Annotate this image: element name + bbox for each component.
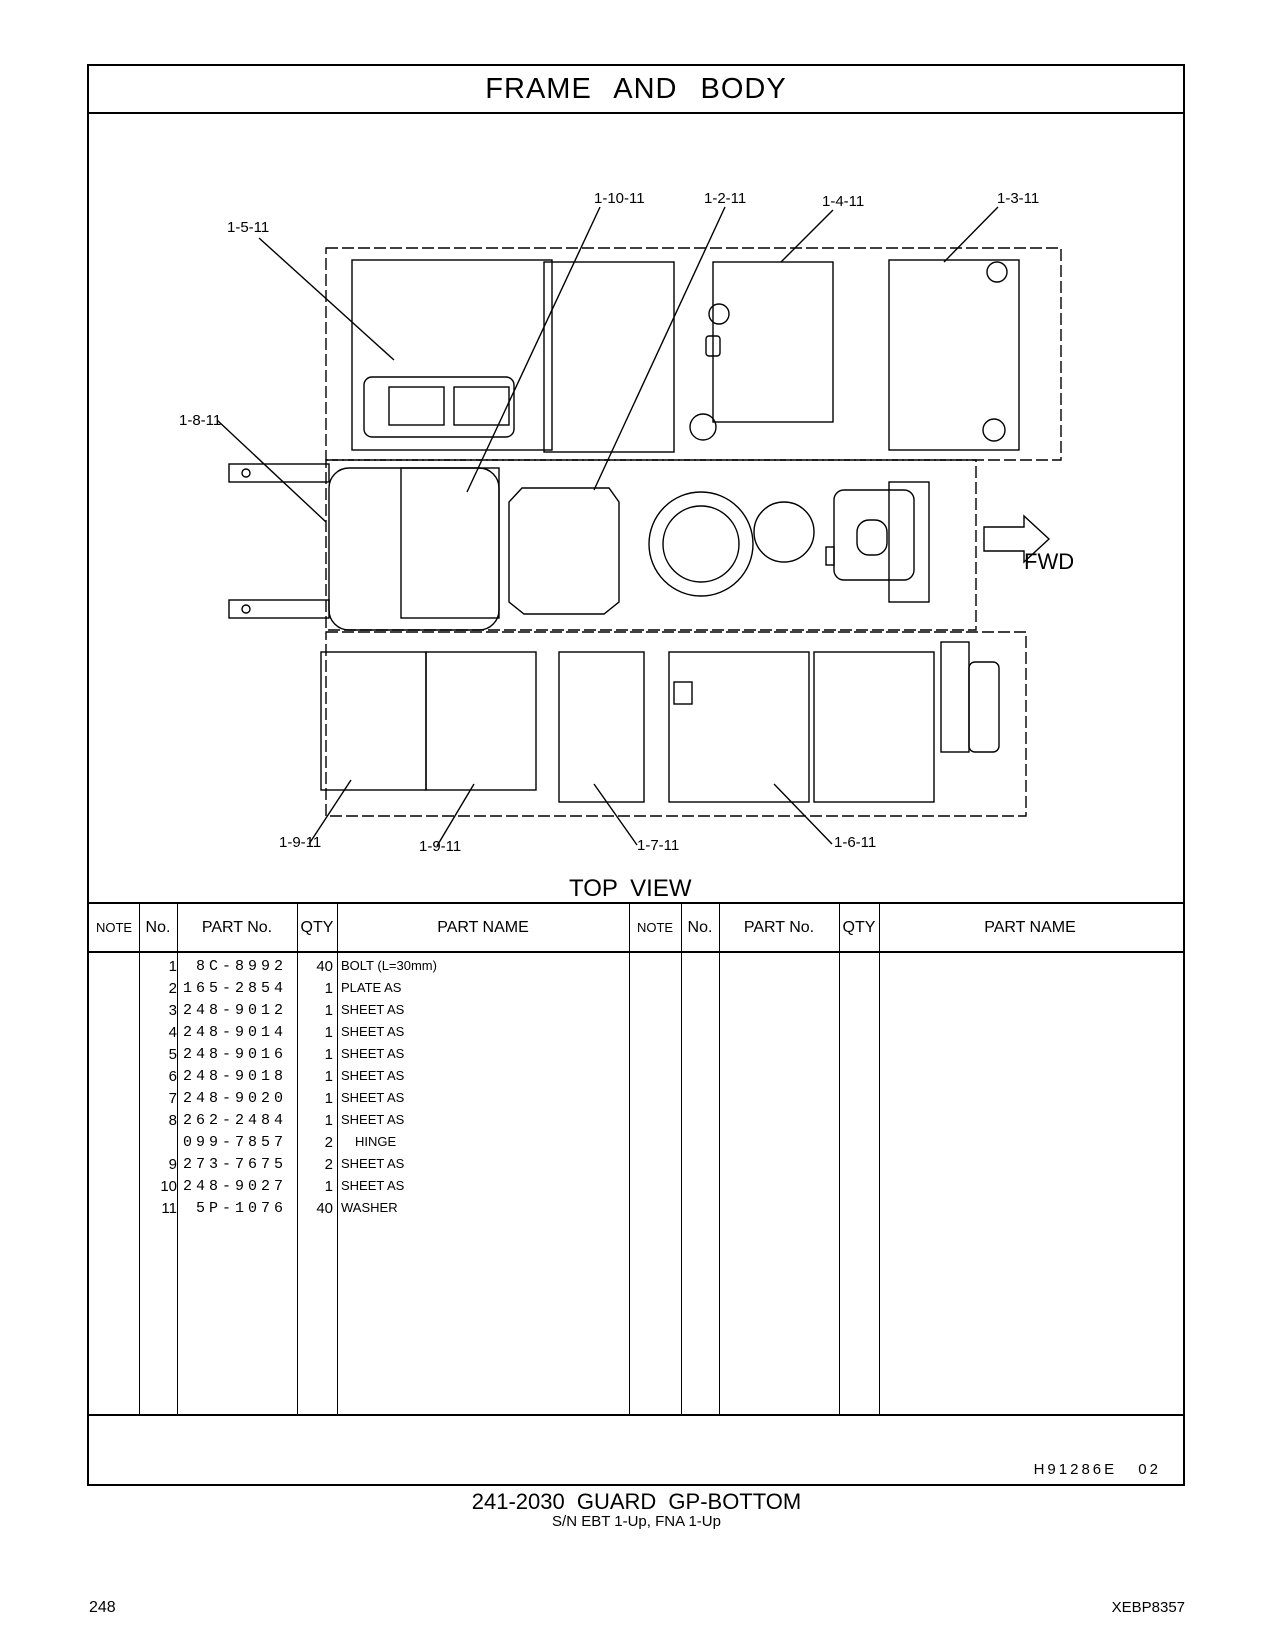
row-part-name: SHEET AS — [341, 1024, 405, 1039]
frame-top-view-drawing: 1-10-11 1-2-11 1-4-11 1-3-11 1-5-11 1-8-… — [89, 112, 1183, 902]
row-number: 1 — [168, 958, 177, 975]
row-number: 4 — [168, 1024, 177, 1041]
column-divider — [337, 904, 338, 1414]
row-part-name: SHEET AS — [341, 1090, 405, 1105]
drawing-code: H91286E 02 — [1033, 1461, 1161, 1478]
row-part-name: SHEET AS — [341, 1156, 405, 1171]
row-number: 5 — [168, 1046, 177, 1063]
group-caption: 241-2030 GUARD GP-BOTTOM — [471, 1489, 802, 1514]
row-number: 9 — [168, 1156, 177, 1173]
row-number: 8 — [168, 1112, 177, 1129]
row-quantity: 40 — [316, 1200, 333, 1217]
table-header-row: NOTE No. PART No. QTY PART NAME NOTE No.… — [89, 904, 1183, 953]
callout-label: 1-10-11 — [594, 190, 645, 207]
row-part-name: SHEET AS — [341, 1068, 405, 1083]
row-part-name: BOLT (L=30mm) — [341, 958, 437, 973]
row-number: 10 — [160, 1178, 177, 1195]
view-label: TOP VIEW — [569, 875, 692, 902]
row-quantity: 1 — [324, 1178, 333, 1195]
column-divider — [681, 904, 682, 1414]
callout-label: 1-6-11 — [834, 834, 877, 851]
column-divider — [629, 904, 630, 1414]
header-part-name: PART NAME — [437, 919, 529, 936]
header-no: No. — [145, 919, 171, 936]
header-part-no: PART No. — [201, 919, 273, 936]
publication-code: XEBP8357 — [1111, 1599, 1185, 1616]
callout-label: 1-3-11 — [997, 190, 1040, 207]
column-divider — [879, 904, 880, 1414]
row-quantity: 1 — [324, 1090, 333, 1107]
row-quantity: 40 — [316, 958, 333, 975]
column-divider — [719, 904, 720, 1414]
row-part-number: 5P-1076 — [195, 1200, 287, 1217]
row-quantity: 1 — [324, 980, 333, 997]
column-divider — [839, 904, 840, 1414]
callout-label: 1-2-11 — [704, 190, 747, 207]
row-part-number: 248-9012 — [182, 1002, 287, 1019]
row-part-name: SHEET AS — [341, 1178, 405, 1193]
row-part-number: 165-2854 — [182, 980, 287, 997]
page-number: 248 — [89, 1599, 116, 1616]
callout-label: 1-8-11 — [179, 412, 222, 429]
row-part-name: PLATE AS — [341, 980, 402, 995]
header-qty: QTY — [300, 919, 334, 936]
row-part-name: SHEET AS — [341, 1112, 405, 1127]
row-part-number: 099-7857 — [182, 1134, 287, 1151]
row-part-number: 273-7675 — [182, 1156, 287, 1173]
row-part-number: 8C-8992 — [195, 958, 287, 975]
header-note: NOTE — [636, 920, 674, 935]
row-part-number: 262-2484 — [182, 1112, 287, 1129]
assembly-illustration — [216, 206, 1062, 847]
header-no: No. — [687, 919, 713, 936]
row-part-name: WASHER — [341, 1200, 398, 1215]
row-number: 6 — [168, 1068, 177, 1085]
serial-caption: S/N EBT 1-Up, FNA 1-Up — [552, 1513, 721, 1530]
row-quantity: 1 — [324, 1002, 333, 1019]
row-quantity: 1 — [324, 1046, 333, 1063]
header-part-name: PART NAME — [984, 919, 1076, 936]
header-note: NOTE — [95, 920, 133, 935]
row-quantity: 1 — [324, 1024, 333, 1041]
row-part-number: 248-9018 — [182, 1068, 287, 1085]
row-number: 7 — [168, 1090, 177, 1107]
row-quantity: 1 — [324, 1112, 333, 1129]
callout-label: 1-7-11 — [637, 837, 680, 854]
row-part-number: 248-9016 — [182, 1046, 287, 1063]
page-title: FRAME AND BODY — [89, 66, 1183, 114]
row-number: 2 — [168, 980, 177, 997]
header-qty: QTY — [842, 919, 876, 936]
column-divider — [297, 904, 298, 1414]
column-divider — [139, 904, 140, 1414]
forward-indicator-label: FWD — [1024, 549, 1075, 574]
row-part-number: 248-9027 — [182, 1178, 287, 1195]
table-bottom-rule — [89, 1414, 1183, 1416]
parts-list-table: NOTE No. PART No. QTY PART NAME NOTE No.… — [89, 902, 1183, 1488]
callout-label: 1-5-11 — [227, 219, 270, 236]
row-quantity: 1 — [324, 1068, 333, 1085]
row-quantity: 2 — [324, 1134, 333, 1151]
row-part-number: 248-9020 — [182, 1090, 287, 1107]
row-part-name: SHEET AS — [341, 1002, 405, 1017]
row-number: 11 — [161, 1200, 177, 1217]
row-part-number: 248-9014 — [182, 1024, 287, 1041]
parts-page-frame: FRAME AND BODY — [87, 64, 1185, 1486]
row-part-name: SHEET AS — [341, 1046, 405, 1061]
row-part-name: HINGE — [355, 1134, 397, 1149]
callout-label: 1-4-11 — [822, 193, 865, 210]
row-number: 3 — [168, 1002, 177, 1019]
header-part-no: PART No. — [743, 919, 815, 936]
callout-label: 1-9-11 — [279, 834, 322, 851]
callout-label: 1-9-11 — [419, 838, 462, 855]
column-divider — [177, 904, 178, 1414]
row-quantity: 2 — [324, 1156, 333, 1173]
